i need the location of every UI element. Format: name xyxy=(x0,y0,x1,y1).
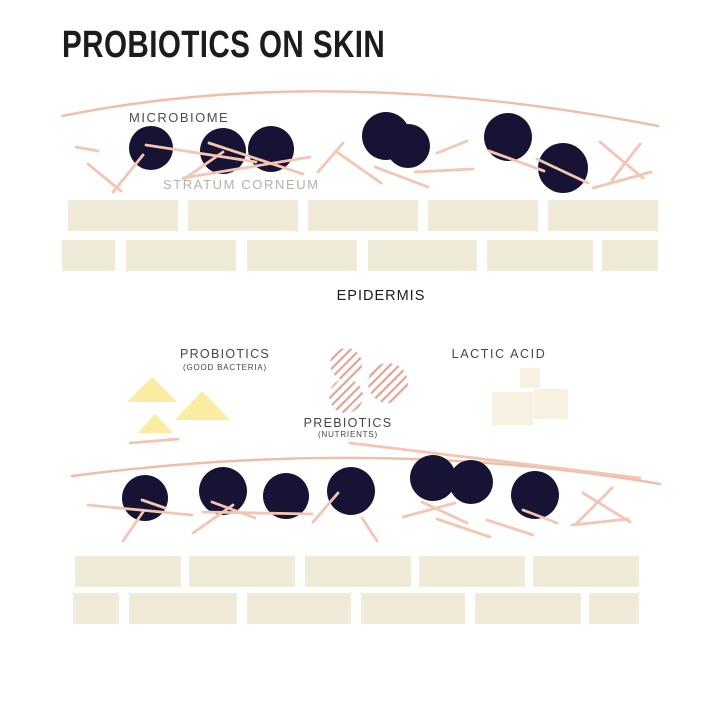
prebiotic-striped-circle xyxy=(368,363,408,403)
bacterium-rod xyxy=(573,486,614,527)
skin-cell-brick xyxy=(533,556,639,587)
bacterium-rod xyxy=(316,141,345,174)
bacterium-rod xyxy=(485,518,535,537)
bacterium-rod xyxy=(348,441,642,480)
prebiotic-striped-circle xyxy=(330,348,362,380)
skin-cell-brick xyxy=(419,556,525,587)
microbiome-label: MICROBIOME xyxy=(129,110,230,125)
bacterium-circle xyxy=(263,473,309,519)
skin-cell-brick xyxy=(475,593,581,624)
skin-cell-brick xyxy=(602,240,658,271)
bottom-panel-shapes xyxy=(70,437,662,624)
bacterium-rod xyxy=(435,139,469,155)
prebiotics-sublabel: (NUTRIENTS) xyxy=(318,430,378,439)
bacterium-rod xyxy=(111,153,145,194)
lactic-acid-label: LACTIC ACID xyxy=(451,347,547,361)
bacterium-circle xyxy=(327,467,375,515)
bacterium-rod xyxy=(201,510,314,516)
epidermis-label: EPIDERMIS xyxy=(336,288,426,304)
bacterium-rod xyxy=(581,491,632,524)
skin-cell-brick xyxy=(62,240,115,271)
skin-surface-arc xyxy=(70,456,662,486)
skin-surface-arc xyxy=(60,90,660,128)
bacterium-rod xyxy=(570,517,630,527)
probiotics-sublabel: (GOOD BACTERIA) xyxy=(182,363,268,372)
prebiotics-label: PREBIOTICS xyxy=(303,416,393,430)
skin-cell-brick xyxy=(73,593,119,624)
bacterium-circle xyxy=(484,113,532,161)
bacterium-circle xyxy=(511,471,559,519)
skin-cell-brick xyxy=(75,556,181,587)
bacterium-circle xyxy=(122,475,168,521)
skin-cell-brick xyxy=(487,240,593,271)
skin-cell-brick xyxy=(589,593,639,624)
middle-shapes xyxy=(127,348,568,433)
lactic-acid-square xyxy=(520,368,540,388)
bacterium-circle xyxy=(410,455,456,501)
lactic-acid-square xyxy=(534,389,568,419)
bacterium-rod xyxy=(521,508,559,525)
skin-cell-brick xyxy=(308,200,418,231)
probiotic-triangle xyxy=(175,391,230,420)
skin-cell-brick xyxy=(428,200,538,231)
probiotics-label: PROBIOTICS xyxy=(179,347,271,361)
bacterium-rod xyxy=(191,503,235,535)
bacterium-rod xyxy=(182,150,225,181)
skin-cell-brick xyxy=(368,240,477,271)
bacterium-rod xyxy=(74,145,100,153)
bacterium-rod xyxy=(413,167,475,174)
bacterium-rod xyxy=(207,141,305,176)
skin-cell-brick xyxy=(305,556,411,587)
bacterium-rod xyxy=(598,140,645,180)
skin-cell-brick xyxy=(188,200,298,231)
stratum-corneum-label: STRATUM CORNEUM xyxy=(163,177,320,192)
bacterium-circle xyxy=(199,467,247,515)
bacterium-rod xyxy=(360,516,379,543)
bacterium-rod xyxy=(435,517,492,539)
bacterium-rod xyxy=(535,157,590,185)
bacterium-rod xyxy=(128,437,180,445)
lactic-acid-square xyxy=(492,392,533,425)
bacterium-rod xyxy=(420,500,469,525)
skin-cell-brick xyxy=(247,593,351,624)
bacterium-rod xyxy=(181,155,312,180)
skin-cell-brick xyxy=(126,240,236,271)
bacterium-rod xyxy=(140,498,167,510)
page-title: PROBIOTICS ON SKIN xyxy=(62,24,386,66)
top-panel-shapes xyxy=(60,90,660,271)
bacterium-rod xyxy=(86,162,123,193)
prebiotic-striped-circle xyxy=(329,379,363,413)
bacterium-rod xyxy=(591,170,653,190)
bacterium-rod xyxy=(144,143,258,164)
bacterium-rod xyxy=(610,142,642,182)
bacterium-circle xyxy=(449,460,493,504)
bacterium-circle xyxy=(386,124,430,168)
bacterium-rod xyxy=(373,165,430,189)
skin-cell-brick xyxy=(548,200,658,231)
skin-cell-brick xyxy=(129,593,237,624)
bacterium-rod xyxy=(487,149,546,173)
probiotic-triangle xyxy=(138,414,173,433)
bacterium-rod xyxy=(210,500,257,520)
bacterium-rod xyxy=(335,150,383,185)
probiotic-triangle xyxy=(127,377,177,402)
bacterium-rod xyxy=(401,501,457,519)
bacterium-rod xyxy=(311,491,340,524)
bacterium-rod xyxy=(121,510,145,543)
bacterium-rod xyxy=(86,503,194,517)
bacterium-circle xyxy=(538,143,588,193)
skin-cell-brick xyxy=(361,593,465,624)
skin-cell-brick xyxy=(189,556,295,587)
skin-cell-brick xyxy=(68,200,178,231)
skin-cell-brick xyxy=(247,240,357,271)
